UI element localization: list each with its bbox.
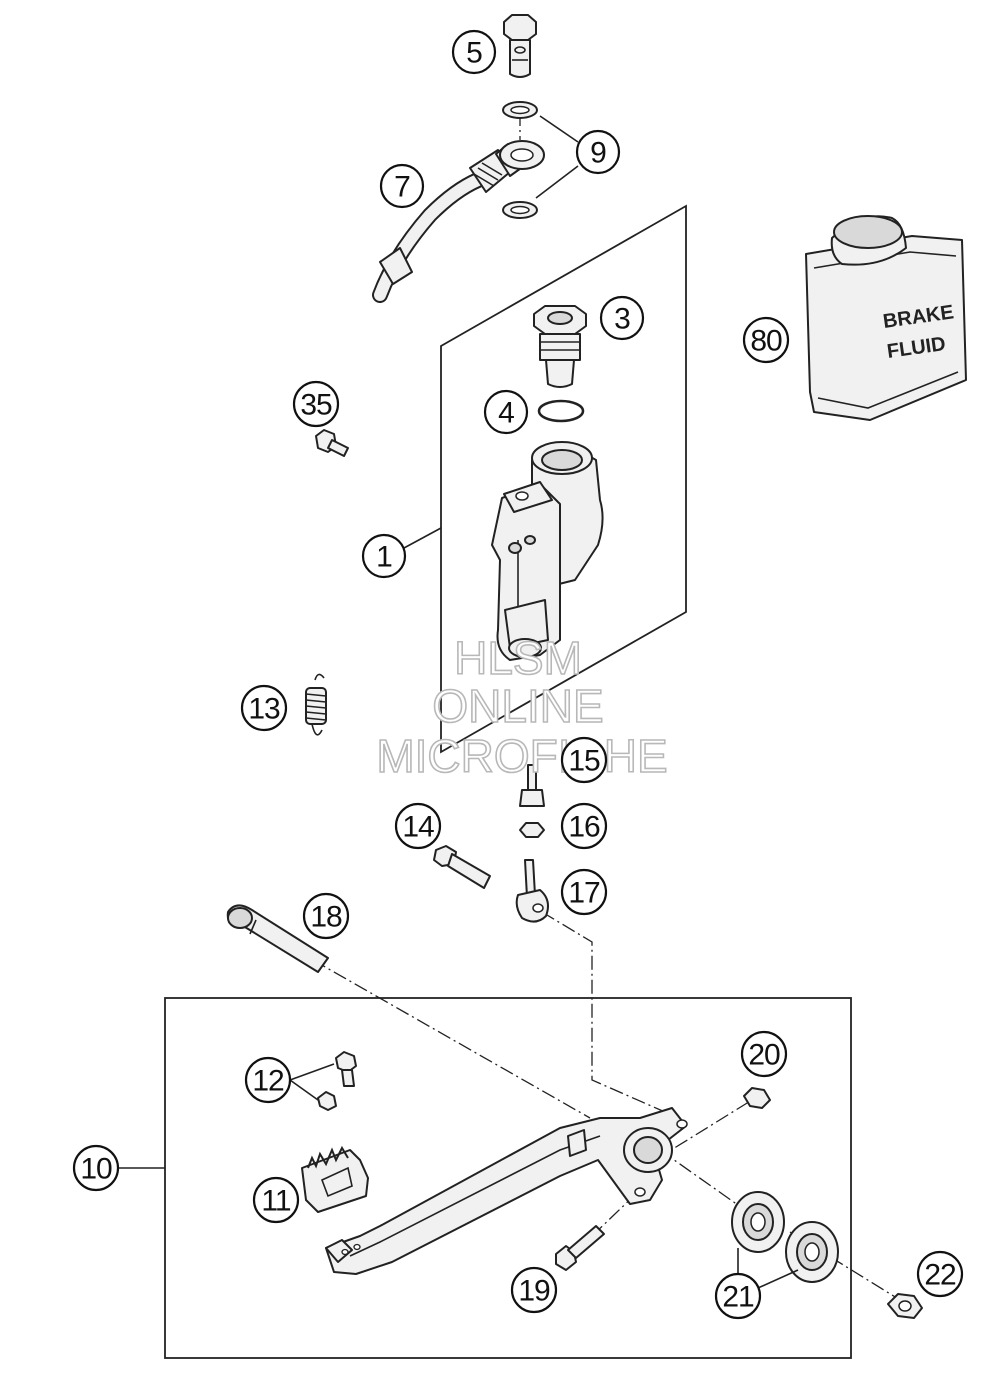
master-cylinder-group-frame [440,204,687,754]
callout-label-1: 1 [376,541,392,574]
pedal-bolt-14 [433,845,491,889]
callout-7: 7 [379,163,425,209]
clevis [515,859,549,923]
brake-line [372,140,545,303]
callout-label-18: 18 [310,901,342,934]
callout-35: 35 [292,380,340,428]
lock-nut [519,822,545,838]
sealing-washers [502,101,538,219]
bearings [731,1191,839,1283]
callout-label-19: 19 [518,1275,550,1308]
callout-label-5: 5 [466,37,482,70]
callout-10: 10 [72,1144,120,1192]
callout-16: 16 [560,802,608,850]
o-ring [537,399,585,423]
brake-pedal [325,1107,688,1275]
pivot-bolt [226,904,329,973]
callout-9: 9 [575,129,621,175]
return-spring [305,673,327,736]
callout-label-3: 3 [614,303,630,336]
callout-17: 17 [560,868,608,916]
leader-lines [118,115,799,1289]
callout-label-13: 13 [248,693,280,726]
callout-label-22: 22 [924,1259,956,1292]
callout-1: 1 [361,533,407,579]
callout-label-20: 20 [748,1039,780,1072]
watermark-line3: MICROFICHE [376,730,667,782]
callout-label-17: 17 [568,877,600,910]
callout-12: 12 [244,1056,292,1104]
callout-21: 21 [714,1272,762,1320]
callout-20: 20 [740,1030,788,1078]
callout-label-35: 35 [300,389,332,422]
callout-label-14: 14 [402,811,434,844]
callout-4: 4 [483,389,529,435]
callout-label-4: 4 [498,397,514,430]
master-cylinder [491,441,604,661]
flange-nut [887,1293,923,1319]
callout-15: 15 [560,736,608,784]
callout-18: 18 [302,892,350,940]
callout-label-11: 11 [261,1185,290,1218]
callout-5: 5 [451,29,497,75]
callout-19: 19 [510,1266,558,1314]
reservoir-cap [533,305,587,388]
callout-3: 3 [599,295,645,341]
callout-label-10: 10 [80,1153,112,1186]
screws-12 [317,1051,357,1111]
watermark-line1: HLSM [454,632,582,684]
callout-label-7: 7 [394,171,410,204]
brake-fluid-can: BRAKE FLUID [805,215,967,421]
pedal-group-frame [164,997,852,1359]
callout-13: 13 [240,684,288,732]
callout-label-21: 21 [722,1281,754,1314]
callout-label-9: 9 [590,137,606,170]
callout-label-16: 16 [568,811,600,844]
watermark: HLSM ONLINE MICROFICHE [376,631,669,783]
callout-80: 80 [742,316,790,364]
foot-peg-serrated-plate [301,1145,369,1213]
mounting-bolt-35 [315,429,349,457]
callout-22: 22 [916,1250,964,1298]
pushrod [519,764,545,807]
banjo-bolt [503,14,537,78]
nut-20 [743,1087,771,1109]
watermark-line2: ONLINE [432,680,603,732]
callout-label-15: 15 [568,745,600,778]
callout-14: 14 [394,802,442,850]
callout-11: 11 [252,1176,300,1224]
pedal-stop-bolt [555,1225,605,1271]
callout-label-12: 12 [252,1065,284,1098]
callout-label-80: 80 [750,325,782,358]
